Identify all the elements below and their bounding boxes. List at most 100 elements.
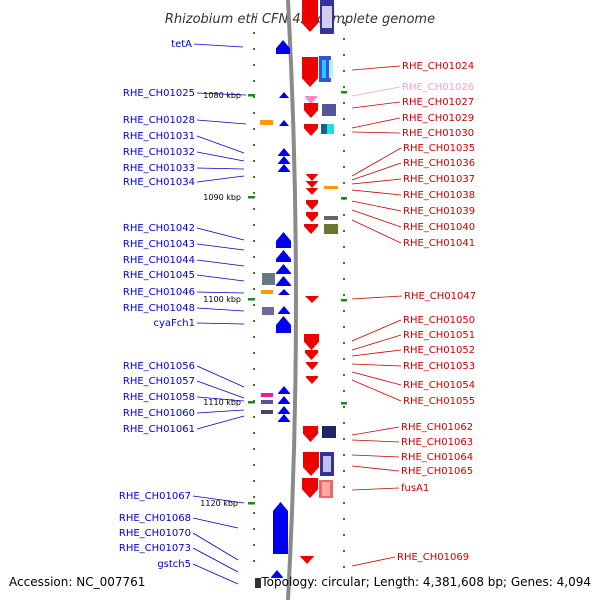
feature-block — [324, 224, 338, 234]
major-tick — [248, 196, 255, 199]
gene-arrow — [278, 156, 290, 164]
left-callout-line — [192, 495, 245, 504]
right-gene-label: RHE_CH01050 — [403, 315, 475, 326]
tick-mark — [253, 480, 255, 482]
right-callout-line — [351, 363, 402, 367]
major-tick — [341, 402, 347, 405]
gene-arrow — [278, 406, 290, 414]
tick-mark — [253, 48, 255, 50]
right-callout-line — [351, 454, 400, 458]
left-callout-line — [196, 307, 245, 312]
right-callout-line — [351, 439, 400, 443]
tick-mark — [343, 358, 345, 360]
gene-arrow — [273, 502, 288, 554]
major-tick — [248, 502, 255, 505]
tick-mark — [343, 470, 345, 472]
tick-mark — [343, 566, 345, 568]
gene-arrow — [303, 426, 318, 442]
left-gene-label: RHE_CH01073 — [119, 543, 191, 554]
left-callout-line — [196, 409, 245, 414]
right-callout-line — [351, 65, 401, 71]
left-gene-label: RHE_CH01034 — [123, 177, 195, 188]
right-gene-label: RHE_CH01054 — [403, 380, 475, 391]
left-callout-line — [196, 396, 245, 402]
kbp-label: 1110 kbp — [203, 398, 241, 407]
tick-marks — [248, 16, 347, 568]
feature-block — [261, 400, 273, 404]
tick-mark — [253, 352, 255, 354]
tick-mark — [343, 118, 345, 120]
tick-mark — [343, 422, 345, 424]
gene-arrow — [276, 316, 291, 333]
gene-arrow — [278, 289, 290, 295]
right-gene-label: RHE_CH01055 — [403, 396, 475, 407]
feature-block — [327, 124, 334, 134]
feature-block — [322, 6, 332, 28]
feature-block — [262, 273, 275, 285]
right-callout-line — [351, 465, 400, 472]
left-gene-label: RHE_CH01033 — [123, 163, 195, 174]
gene-arrow — [304, 334, 319, 350]
right-gene-label: RHE_CH01037 — [403, 174, 475, 185]
left-gene-label: RHE_CH01067 — [119, 491, 191, 502]
tick-mark — [253, 288, 255, 290]
feature-block — [261, 410, 273, 414]
feature-block — [323, 456, 331, 472]
right-callout-line — [351, 487, 400, 491]
left-callout-line — [196, 175, 245, 183]
left-gene-label: cyaFch1 — [154, 318, 196, 329]
gene-arrow — [279, 92, 289, 98]
left-gene-label: RHE_CH01060 — [123, 408, 195, 419]
left-callout-line — [196, 380, 245, 399]
tick-mark — [343, 310, 345, 312]
gene-arrow — [276, 232, 291, 248]
right-callout-line — [351, 200, 402, 212]
right-gene-label: fusA1 — [401, 483, 429, 494]
tick-mark — [343, 182, 345, 184]
gene-arrow — [306, 376, 318, 384]
left-callout-lines — [192, 43, 247, 585]
left-callout-line — [196, 415, 245, 430]
gene-arrow — [278, 164, 290, 172]
tick-mark — [253, 272, 255, 274]
right-callout-line — [351, 295, 403, 300]
accession-label: Accession: NC_007761 — [9, 575, 145, 589]
tick-mark — [343, 454, 345, 456]
right-callout-line — [351, 101, 401, 109]
gene-arrow — [300, 556, 314, 564]
left-gene-labels: tetARHE_CH01025RHE_CH01028RHE_CH01031RHE… — [119, 39, 195, 570]
gene-arrow — [276, 250, 291, 262]
left-callout-line — [196, 92, 247, 96]
gene-arrow — [305, 96, 317, 104]
gene-arrow — [306, 188, 318, 195]
gene-arrow — [302, 57, 318, 87]
gene-arrow — [304, 224, 318, 234]
tick-mark — [253, 224, 255, 226]
left-callout-line — [196, 243, 245, 251]
feature-block — [322, 426, 336, 438]
right-callout-line — [351, 379, 402, 402]
right-gene-label: RHE_CH01052 — [403, 345, 475, 356]
right-gene-label: RHE_CH01047 — [404, 291, 476, 302]
left-callout-line — [196, 322, 245, 325]
left-callout-line — [192, 532, 239, 561]
tick-mark — [253, 368, 255, 370]
gene-arrow — [306, 362, 318, 370]
left-gene-label: RHE_CH01048 — [123, 303, 195, 314]
feature-block — [324, 186, 338, 189]
tick-mark — [253, 160, 255, 162]
left-callout-line — [196, 291, 245, 294]
left-callout-line — [196, 151, 245, 162]
gene-arrow — [305, 296, 319, 303]
left-callout-line — [196, 135, 245, 154]
right-gene-label: RHE_CH01069 — [397, 552, 469, 563]
gene-arrow — [276, 276, 291, 286]
tick-mark — [343, 486, 345, 488]
tick-mark — [253, 464, 255, 466]
feature-block — [322, 60, 326, 78]
feature-block — [255, 578, 261, 588]
right-gene-label: RHE_CH01026 — [402, 82, 474, 93]
gene-arrow — [278, 396, 290, 404]
feature-block — [262, 307, 274, 315]
